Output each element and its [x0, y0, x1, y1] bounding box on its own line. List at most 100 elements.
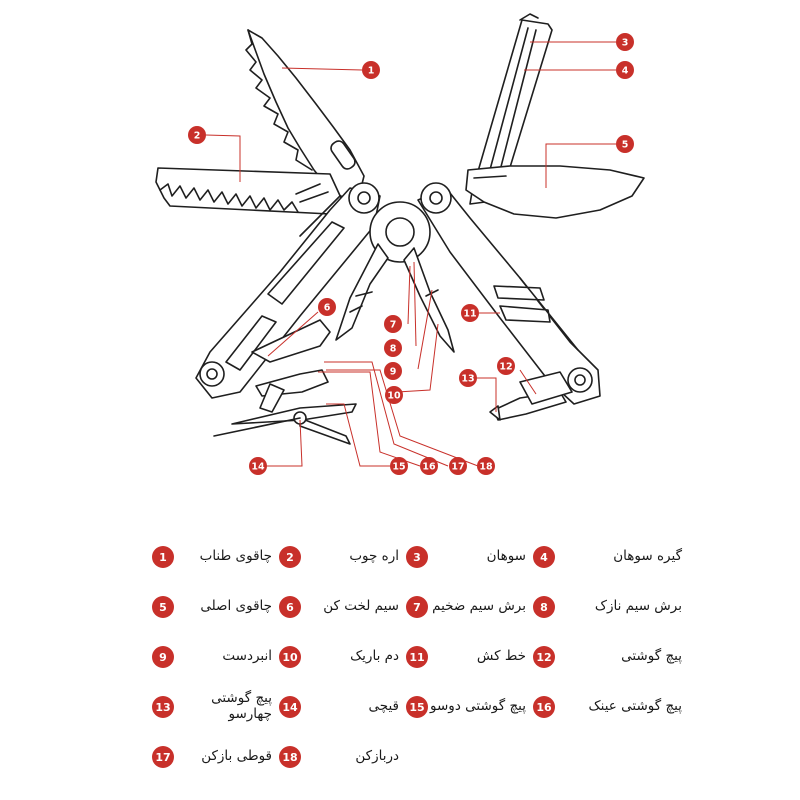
legend-number: 15: [406, 696, 428, 718]
main-knife: [465, 165, 645, 219]
legend-number: 7: [406, 596, 428, 618]
legend-number: 5: [152, 596, 174, 618]
screwdriver-bits: [489, 371, 573, 421]
legend-label: سیم لخت کن: [323, 598, 399, 615]
legend-number: 11: [406, 646, 428, 668]
callout-3: 3: [616, 33, 634, 51]
legend-number: 18: [279, 746, 301, 768]
legend-label: چاقوی اصلی: [200, 598, 272, 615]
svg-text:18: 18: [479, 462, 493, 473]
legend-item: 12 پیچ گوشتی: [533, 637, 713, 677]
small-tools: [213, 319, 357, 445]
legend-label: پیچ گوشتی چهارسو: [211, 690, 272, 722]
legend-label: قوطی بازکن: [201, 748, 272, 765]
legend-label: خط کش: [476, 648, 526, 665]
legend-item: 15 پیچ گوشتی دوسو: [406, 687, 586, 727]
legend-item: 1 چاقوی طناب: [152, 537, 332, 577]
legend-item: 8 برش سیم نازک: [533, 587, 713, 627]
legend-number: 4: [533, 546, 555, 568]
svg-text:17: 17: [451, 462, 464, 473]
legend-number: 14: [279, 696, 301, 718]
legend-label: چاقوی طناب: [199, 548, 272, 565]
legend-label: پیچ گوشتی: [621, 648, 682, 665]
legend-number: 9: [152, 646, 174, 668]
svg-text:16: 16: [422, 462, 436, 473]
legend-item: 18 دربازکن: [279, 737, 459, 777]
legend-number: 2: [279, 546, 301, 568]
svg-text:11: 11: [463, 309, 476, 320]
legend-item: 7 برش سیم ضخیم: [406, 587, 586, 627]
legend-item: 10 دم باریک: [279, 637, 459, 677]
legend-item: 6 سیم لخت کن: [279, 587, 459, 627]
right-handle: [417, 182, 601, 405]
callout-16: 16: [420, 457, 438, 475]
legend-item: 16 پیچ گوشتی عینک: [533, 687, 713, 727]
legend-label: قیچی: [368, 698, 400, 715]
callout-2: 2: [188, 126, 206, 144]
callout-9: 9: [384, 362, 402, 380]
callout-5: 5: [616, 135, 634, 153]
legend-label: برش سیم ضخیم: [432, 598, 526, 615]
legend-item: 11 خط کش: [406, 637, 586, 677]
svg-text:14: 14: [251, 462, 265, 473]
callout-badges: 1 2 3 4 5 6 7 8 9 10 11 12 13 14 15 16 1…: [188, 33, 634, 475]
pliers: [335, 201, 455, 353]
legend-label: برش سیم نازک: [594, 598, 682, 615]
callout-13: 13: [459, 369, 477, 387]
callout-10: 10: [385, 386, 403, 404]
legend-item: 3 سوهان: [406, 537, 586, 577]
wood-saw: [155, 167, 343, 215]
callout-18: 18: [477, 457, 495, 475]
callout-17: 17: [449, 457, 467, 475]
svg-text:12: 12: [499, 362, 512, 373]
svg-text:9: 9: [390, 367, 397, 378]
svg-text:4: 4: [622, 66, 629, 77]
callout-8: 8: [384, 339, 402, 357]
svg-text:1: 1: [368, 66, 375, 77]
legend-number: 3: [406, 546, 428, 568]
legend-item: 9 انبردست: [152, 637, 332, 677]
callout-1: 1: [362, 61, 380, 79]
legend-item: 4 گیره سوهان: [533, 537, 713, 577]
legend-label: گیره سوهان: [613, 548, 682, 565]
legend-label: دربازکن: [355, 748, 399, 765]
legend-label: اره چوب: [349, 548, 399, 565]
svg-text:5: 5: [622, 140, 629, 151]
legend-number: 12: [533, 646, 555, 668]
legend-number: 17: [152, 746, 174, 768]
rope-knife: [245, 29, 365, 201]
legend-number: 16: [533, 696, 555, 718]
svg-text:8: 8: [390, 344, 397, 355]
svg-text:13: 13: [461, 374, 474, 385]
legend-number: 6: [279, 596, 301, 618]
callout-14: 14: [249, 457, 267, 475]
legend-item: 14 قیچی: [279, 687, 459, 727]
legend-number: 8: [533, 596, 555, 618]
svg-text:10: 10: [387, 391, 401, 402]
callout-4: 4: [616, 61, 634, 79]
callout-7: 7: [384, 315, 402, 333]
callout-15: 15: [390, 457, 408, 475]
legend-number: 13: [152, 696, 174, 718]
legend-label: پیچ گوشتی دوسو: [430, 698, 526, 715]
legend-item: 5 چاقوی اصلی: [152, 587, 332, 627]
svg-text:7: 7: [390, 320, 397, 331]
callout-12: 12: [497, 357, 515, 375]
svg-text:15: 15: [392, 462, 405, 473]
legend-item: 17 قوطی بازکن: [152, 737, 332, 777]
legend-label: پیچ گوشتی عینک: [588, 698, 682, 715]
legend-number: 1: [152, 546, 174, 568]
legend-label: سوهان: [486, 548, 526, 565]
legend-label: انبردست: [222, 648, 272, 665]
svg-text:2: 2: [194, 131, 201, 142]
callout-6: 6: [318, 298, 336, 316]
left-handle: [195, 182, 381, 399]
svg-text:6: 6: [324, 303, 331, 314]
legend-number: 10: [279, 646, 301, 668]
callout-11: 11: [461, 304, 479, 322]
legend-label: دم باریک: [350, 648, 399, 665]
svg-text:3: 3: [622, 38, 629, 49]
legend-item: 2 اره چوب: [279, 537, 459, 577]
legend-item: 13 پیچ گوشتی چهارسو: [152, 687, 332, 727]
